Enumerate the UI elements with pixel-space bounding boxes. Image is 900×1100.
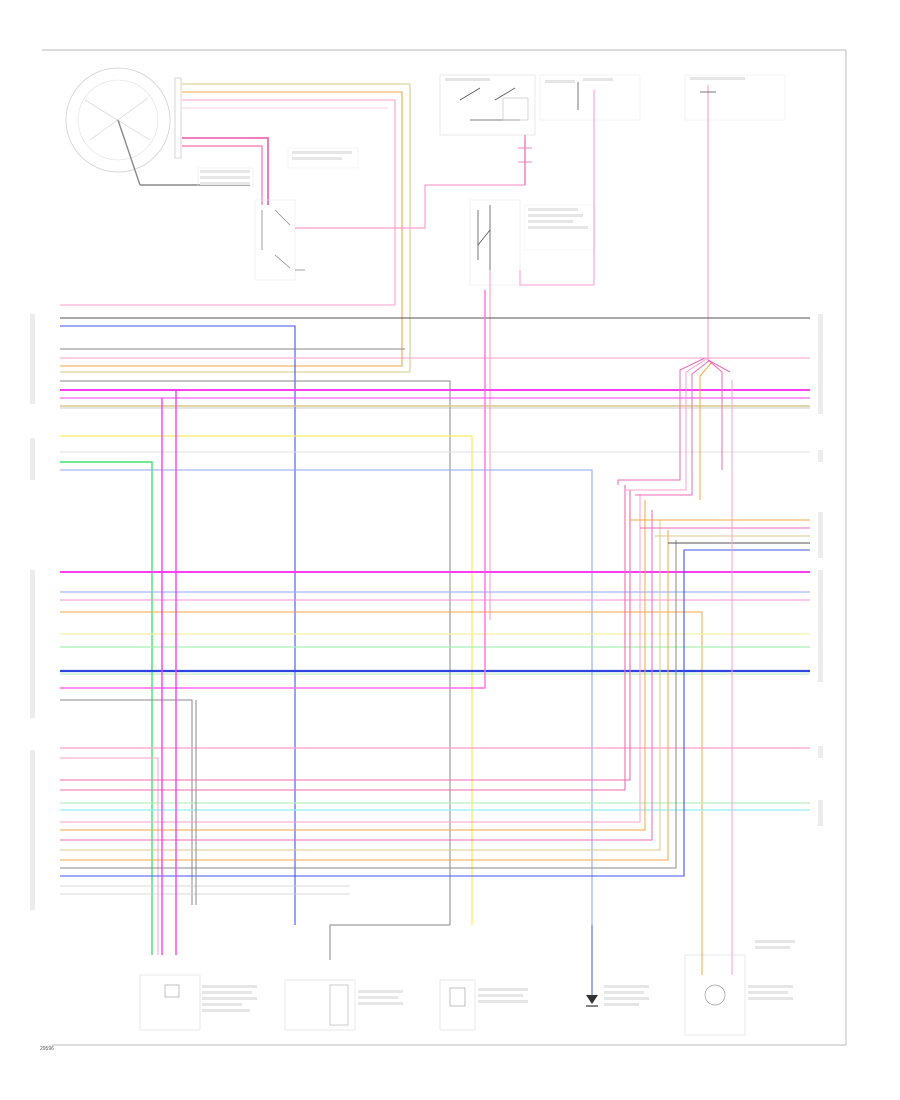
right-connector-pins	[818, 314, 823, 826]
component-speed-sensor	[684, 920, 795, 1036]
component-switch-center	[439, 979, 528, 1031]
horizontal-bus-wires	[60, 290, 810, 955]
left-connector-pins	[30, 314, 35, 910]
fuse-panel-right	[519, 74, 786, 360]
component-temp-sensor	[586, 925, 649, 1007]
clutch-switch	[254, 140, 526, 281]
component-solenoid-center	[284, 924, 450, 1031]
right-side-stubs	[630, 519, 810, 544]
relay-switch	[469, 199, 596, 620]
fuse-relay-block	[439, 74, 536, 185]
right-harness-bundle	[617, 357, 733, 920]
component-sensor-left	[139, 974, 257, 1031]
magenta-risers	[161, 390, 197, 955]
diagram-code: 29596	[40, 1046, 54, 1052]
ignition-output-wires	[60, 83, 411, 373]
diagram-frame	[42, 49, 847, 1046]
ignition-switch	[65, 67, 254, 187]
